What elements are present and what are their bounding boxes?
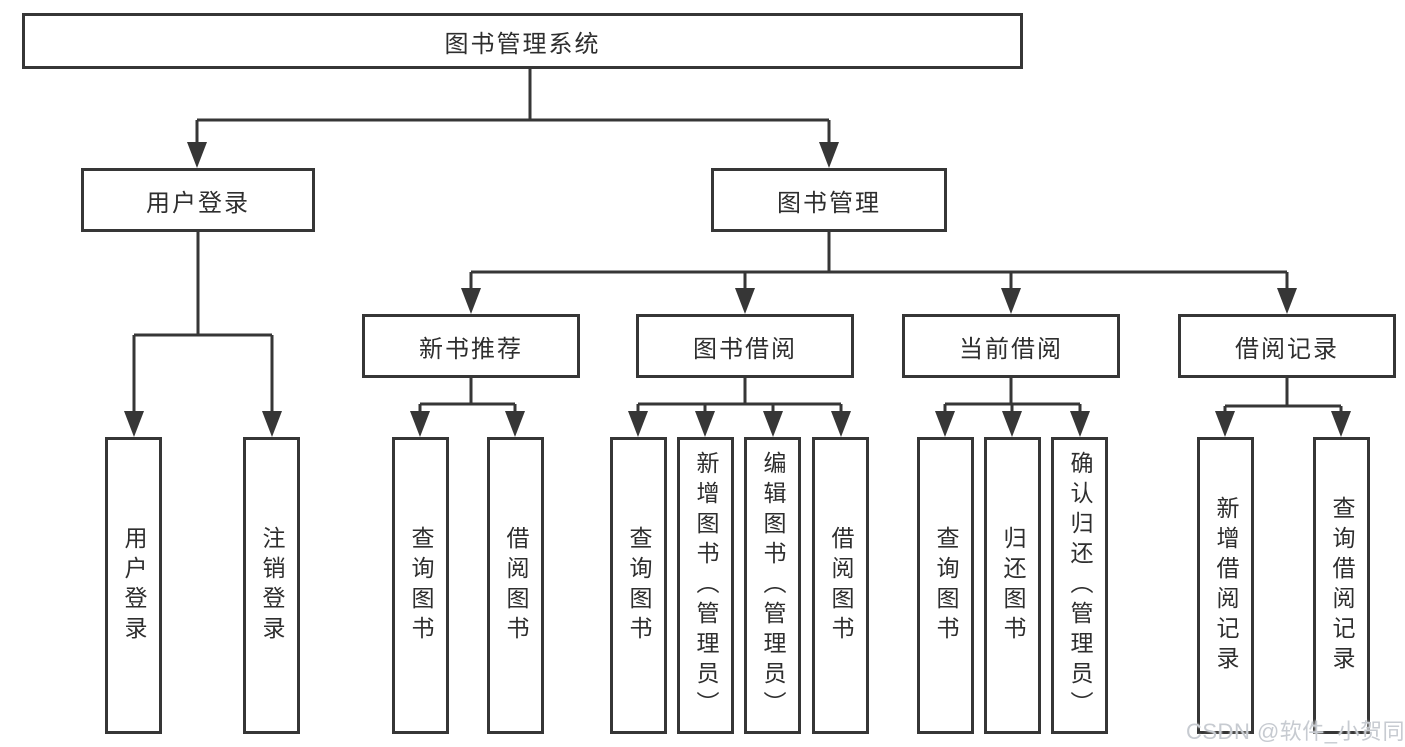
leaf-logout: 注销登录 xyxy=(243,437,300,734)
leaf-add-borrow-record: 新增借阅记录 xyxy=(1197,437,1254,734)
leaf-label: 查询图书 xyxy=(626,525,652,646)
node-library-management-system: 图书管理系统 xyxy=(22,13,1023,69)
leaf-label: 借阅图书 xyxy=(503,525,529,646)
leaf-return-book: 归还图书 xyxy=(984,437,1041,734)
leaf-label: 编辑图书（管理员） xyxy=(760,450,786,721)
node-label: 图书管理系统 xyxy=(444,30,601,58)
leaf-query-books-current: 查询图书 xyxy=(917,437,974,734)
leaf-label: 归还图书 xyxy=(1000,525,1026,646)
node-user-login: 用户登录 xyxy=(81,168,315,232)
leaf-label: 用户登录 xyxy=(121,525,147,646)
node-book-management: 图书管理 xyxy=(711,168,947,232)
leaf-query-books-recommend: 查询图书 xyxy=(392,437,449,734)
leaf-query-books-borrow: 查询图书 xyxy=(610,437,667,734)
leaf-label: 借阅图书 xyxy=(828,525,854,646)
node-book-borrow: 图书借阅 xyxy=(636,314,854,378)
leaf-label: 新增借阅记录 xyxy=(1213,495,1239,676)
node-new-book-recommend: 新书推荐 xyxy=(362,314,580,378)
node-label: 借阅记录 xyxy=(1235,335,1339,363)
leaf-confirm-return-admin: 确认归还（管理员） xyxy=(1051,437,1108,734)
leaf-label: 新增图书（管理员） xyxy=(693,450,719,721)
leaf-query-borrow-record: 查询借阅记录 xyxy=(1313,437,1370,734)
leaf-label: 查询图书 xyxy=(408,525,434,646)
node-borrow-records: 借阅记录 xyxy=(1178,314,1396,378)
csdn-watermark: CSDN @软件_小贺同学 xyxy=(1186,719,1405,744)
leaf-borrow-books: 借阅图书 xyxy=(812,437,869,734)
node-label: 当前借阅 xyxy=(959,335,1063,363)
node-label: 新书推荐 xyxy=(419,335,523,363)
leaf-label: 查询借阅记录 xyxy=(1329,495,1355,676)
leaf-user-login: 用户登录 xyxy=(105,437,162,734)
node-label: 用户登录 xyxy=(146,189,250,217)
node-label: 图书管理 xyxy=(777,189,881,217)
leaf-label: 确认归还（管理员） xyxy=(1067,450,1093,721)
node-current-borrow: 当前借阅 xyxy=(902,314,1120,378)
leaf-label: 注销登录 xyxy=(259,525,285,646)
leaf-label: 查询图书 xyxy=(933,525,959,646)
leaf-edit-book-admin: 编辑图书（管理员） xyxy=(744,437,801,734)
node-label: 图书借阅 xyxy=(693,335,797,363)
leaf-add-book-admin: 新增图书（管理员） xyxy=(677,437,734,734)
leaf-borrow-books-recommend: 借阅图书 xyxy=(487,437,544,734)
